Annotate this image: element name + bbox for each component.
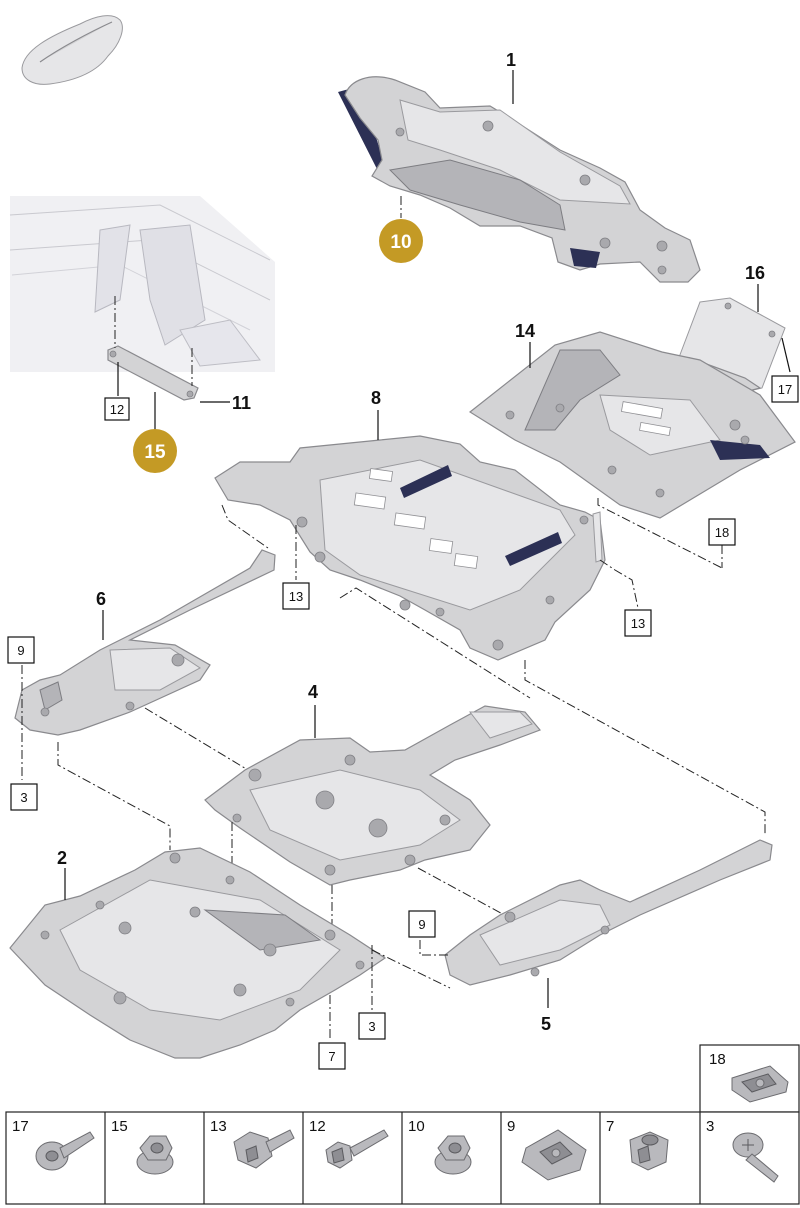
callout-5: 5 (541, 1014, 551, 1034)
svg-text:10: 10 (390, 232, 411, 253)
callout-4: 4 (308, 682, 318, 702)
svg-text:4: 4 (308, 682, 318, 702)
callout-16: 16 (745, 263, 765, 283)
svg-text:9: 9 (418, 917, 425, 932)
part-1-heat-shield (338, 70, 701, 283)
hardware-label-9: 9 (507, 1118, 515, 1135)
callout-6: 6 (96, 589, 106, 609)
ref-box-9-left: 9 (7, 636, 35, 664)
clip-nut-icon (731, 1065, 789, 1103)
badge-15: 15 (133, 429, 177, 473)
part-6-side-panel (14, 549, 276, 850)
ref-box-17: 17 (771, 375, 799, 403)
callout-11: 11 (232, 393, 251, 413)
svg-text:5: 5 (541, 1014, 551, 1034)
hardware-grid: 18 17 15 13 12 10 9 7 3 (5, 1044, 800, 1205)
part-8-center-panel (214, 410, 766, 836)
hardware-label-15: 15 (111, 1118, 128, 1135)
ref-box-18: 18 (708, 518, 736, 546)
part-14-underbody-panel (468, 331, 796, 569)
callout-14: 14 (515, 321, 535, 341)
vehicle-silhouette-icon (21, 15, 123, 85)
ref-box-3-left: 3 (10, 783, 38, 811)
long-bolt-icon (325, 1129, 389, 1169)
hardware-label-3: 3 (706, 1118, 714, 1135)
expansion-nut-icon (629, 1131, 669, 1171)
pan-screw-icon (732, 1132, 779, 1183)
hardware-label-10: 10 (408, 1118, 425, 1135)
part-2-front-panel (9, 847, 387, 1059)
detail-inset (9, 196, 275, 430)
svg-text:2: 2 (57, 848, 67, 868)
ref-box-7: 7 (318, 1042, 346, 1070)
ref-box-9-right: 9 (408, 910, 436, 938)
svg-text:7: 7 (328, 1049, 335, 1064)
spring-clip-icon (521, 1129, 587, 1181)
callout-1: 1 (506, 50, 516, 70)
ref-box-13-right: 13 (624, 609, 652, 637)
bolt-icon (233, 1129, 295, 1169)
hardware-label-12: 12 (309, 1118, 326, 1135)
badge-10: 10 (379, 219, 423, 263)
part-4-floor-panel (204, 705, 542, 930)
svg-text:18: 18 (715, 525, 729, 540)
hardware-label-13: 13 (210, 1118, 227, 1135)
svg-text:9: 9 (17, 643, 24, 658)
hardware-label-17: 17 (12, 1118, 29, 1135)
ref-box-3-bottom: 3 (358, 1012, 386, 1040)
flange-nut-icon (434, 1135, 472, 1175)
svg-text:3: 3 (368, 1019, 375, 1034)
ref-box-12: 12 (104, 397, 130, 421)
svg-text:16: 16 (745, 263, 765, 283)
svg-text:6: 6 (96, 589, 106, 609)
ref-box-13-left: 13 (282, 582, 310, 610)
part-5-side-panel (371, 839, 773, 1008)
svg-text:1: 1 (506, 50, 516, 70)
svg-text:11: 11 (232, 393, 251, 413)
svg-text:13: 13 (289, 589, 303, 604)
callout-2: 2 (57, 848, 67, 868)
svg-text:17: 17 (778, 382, 792, 397)
svg-text:13: 13 (631, 616, 645, 631)
flange-nut-icon (136, 1135, 174, 1175)
hardware-label-18: 18 (709, 1051, 726, 1068)
svg-text:12: 12 (110, 402, 124, 417)
callout-8: 8 (371, 388, 381, 408)
hardware-label-7: 7 (606, 1118, 614, 1135)
svg-text:3: 3 (20, 790, 27, 805)
svg-text:8: 8 (371, 388, 381, 408)
screw-washer-icon (35, 1131, 95, 1171)
svg-text:14: 14 (515, 321, 535, 341)
svg-text:15: 15 (144, 442, 166, 463)
